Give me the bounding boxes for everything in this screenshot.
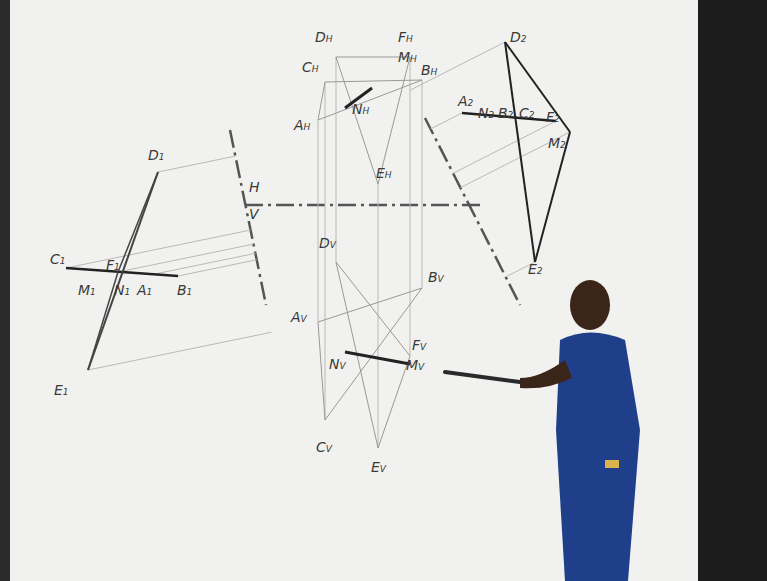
edge-line (336, 57, 378, 184)
projection-screen (10, 0, 698, 581)
point-label: B2 (498, 106, 513, 120)
plane-edge-line (88, 272, 118, 370)
projector-line (460, 132, 570, 188)
point-label: NV (329, 357, 346, 371)
fold-line (245, 204, 485, 207)
point-label: C2 (519, 106, 535, 120)
projector-line (88, 332, 272, 370)
point-label: B1 (177, 283, 192, 297)
wristwatch (605, 460, 619, 468)
point-label: A1 (137, 283, 152, 297)
intersection-line (345, 352, 410, 364)
projector-line (178, 260, 257, 276)
projector-line (411, 42, 505, 90)
projector-line (410, 57, 411, 356)
point-label: N1 (114, 283, 130, 297)
plane-edge-line (88, 172, 158, 370)
edge-line (325, 288, 422, 420)
projector-line (318, 120, 319, 322)
edge-line (336, 262, 410, 356)
edge-line (318, 82, 325, 120)
point-label: MV (406, 358, 424, 372)
point-label: D1 (148, 148, 165, 162)
lecturer-arm (520, 360, 572, 388)
projector-line (158, 156, 235, 172)
edge-line (318, 80, 422, 120)
lecturer-head (570, 280, 610, 330)
point-label: FH (398, 30, 413, 44)
projector-line (336, 57, 337, 262)
point-label: C1 (50, 252, 66, 266)
edge-line (318, 322, 325, 420)
lecturer (445, 280, 640, 581)
edge-line (378, 356, 410, 448)
point-label: AV (291, 310, 307, 324)
edge-line (378, 57, 410, 184)
point-label: BH (421, 63, 437, 77)
projector-line (422, 80, 423, 288)
edge-line (325, 80, 422, 82)
point-label: N2 (478, 106, 494, 120)
point-label: NH (352, 102, 369, 116)
point-label: H (249, 180, 260, 194)
projector-line (118, 244, 253, 272)
plane-edge-line (505, 42, 535, 262)
point-label: M1 (78, 283, 96, 297)
point-label: E2 (528, 262, 543, 276)
plane-edge-line (535, 132, 570, 262)
point-label: D2 (510, 30, 527, 44)
point-label: MH (398, 50, 417, 64)
point-label: F2 (546, 110, 560, 124)
point-label: AH (294, 118, 310, 132)
projector-line (150, 253, 255, 275)
pointer-stick (445, 372, 520, 382)
projector-line (453, 121, 556, 173)
point-label: CV (316, 440, 332, 454)
geometry (66, 42, 570, 448)
projector-line (66, 230, 251, 268)
point-label: M2 (548, 136, 566, 150)
point-label: E1 (54, 383, 69, 397)
projector-line (325, 82, 326, 420)
point-label: F1 (106, 258, 120, 272)
point-label: EH (376, 166, 392, 180)
point-label: CH (302, 60, 319, 74)
point-label: BV (428, 270, 444, 284)
point-label: DV (319, 236, 336, 250)
point-label: V (249, 207, 259, 221)
dark-wall (698, 0, 767, 581)
point-label: A2 (458, 94, 473, 108)
point-label: EV (371, 460, 386, 474)
projector-line (431, 113, 462, 129)
plane-edge-line (118, 172, 158, 272)
plane-edge-line (505, 42, 570, 132)
point-label: DH (315, 30, 333, 44)
point-label: FV (412, 338, 426, 352)
